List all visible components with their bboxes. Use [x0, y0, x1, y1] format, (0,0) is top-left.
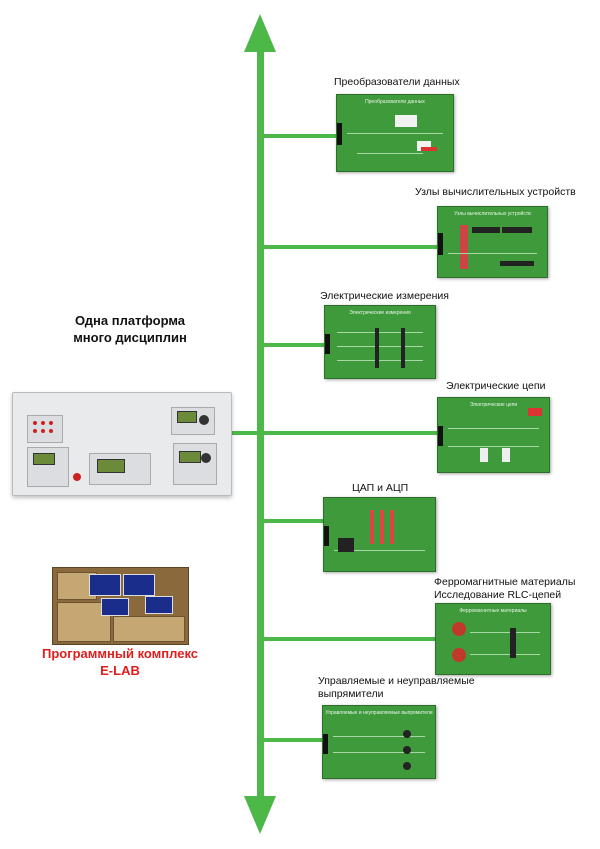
- board-title: Электрические измерения: [349, 310, 411, 316]
- arrow-up-icon: [244, 14, 276, 52]
- module-label: Ферромагнитные материалы: [434, 576, 576, 588]
- board-title: Электрические цепи: [469, 402, 518, 408]
- timeline-axis: [257, 48, 264, 800]
- branch-line: [260, 343, 328, 347]
- module-label: выпрямители: [318, 688, 384, 700]
- branch-line: [260, 134, 340, 138]
- platform-title-line1: Одна платформа: [74, 313, 186, 328]
- module-board: [323, 497, 436, 572]
- module-board: Преобразователи данных: [336, 94, 454, 172]
- module-board: Электрические цепи: [437, 397, 550, 473]
- module-label: Исследование RLC-цепей: [434, 589, 562, 601]
- board-title: Узлы вычислительных устройств: [454, 211, 531, 217]
- module-board: Управляемые и неуправляемые выпрямители: [322, 705, 436, 779]
- module-label: Преобразователи данных: [334, 76, 460, 88]
- branch-line: [260, 519, 328, 523]
- software-screenshot: [52, 567, 189, 645]
- branch-line: [260, 738, 322, 742]
- module-label: Электрические измерения: [320, 290, 449, 302]
- platform-title-line2: много дисциплин: [73, 330, 187, 345]
- module-label: Узлы вычислительных устройств: [415, 186, 576, 198]
- arrow-down-icon: [244, 796, 276, 834]
- platform-device: [12, 392, 232, 496]
- platform-title: Одна платформа много дисциплин: [40, 312, 220, 346]
- software-title-line1: Программный комплекс: [41, 646, 199, 661]
- module-label: ЦАП и АЦП: [352, 482, 409, 494]
- module-label: Электрические цепи: [446, 380, 546, 392]
- board-title: Управляемые и неуправляемые выпрямители: [325, 710, 433, 716]
- module-label: Управляемые и неуправляемые: [318, 675, 475, 687]
- module-board: Ферромагнитные материалы: [435, 603, 551, 675]
- branch-line: [260, 637, 438, 641]
- software-title-line2: E-LAB: [100, 663, 140, 678]
- branch-line: [260, 245, 440, 249]
- board-title: Ферромагнитные материалы: [459, 608, 527, 614]
- module-board: Узлы вычислительных устройств: [437, 206, 548, 278]
- board-title: Преобразователи данных: [365, 99, 425, 105]
- software-title: Программный комплекс E-LAB: [20, 645, 220, 679]
- platform-connector: [148, 431, 438, 435]
- module-board: Электрические измерения: [324, 305, 436, 379]
